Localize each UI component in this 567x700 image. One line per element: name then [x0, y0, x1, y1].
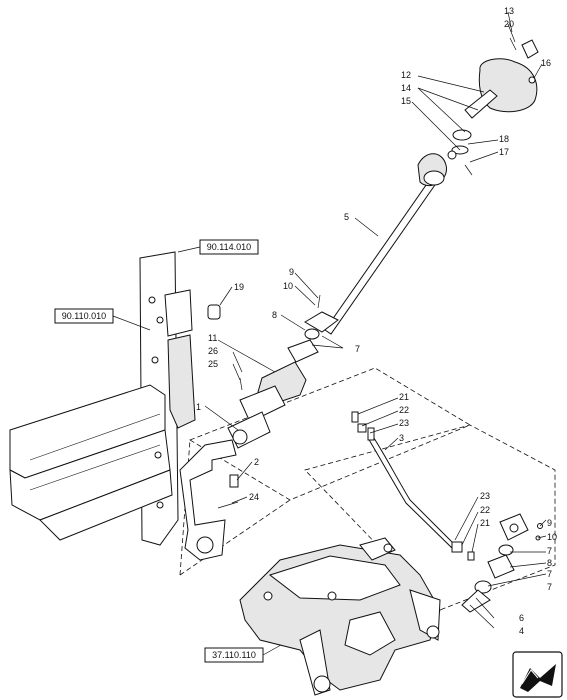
steering-valve-housing: [447, 37, 539, 176]
detail-frame-valve: [304, 424, 556, 611]
callout-9-upper: 9: [289, 267, 294, 277]
callout-21-lower: 21: [480, 518, 490, 528]
svg-text:90.110.010: 90.110.010: [62, 311, 106, 321]
callout-10-lower: 10: [547, 532, 557, 542]
callout-3: 3: [399, 433, 404, 443]
valve-bracket: [461, 513, 543, 613]
callout-19: 19: [234, 282, 244, 292]
view-arrow-icon[interactable]: [512, 651, 563, 698]
callout-21-upper: 21: [399, 392, 409, 402]
lift-housing: [239, 537, 441, 696]
cab-frame: [9, 251, 196, 546]
control-rod: [351, 411, 475, 561]
svg-text:37.110.110: 37.110.110: [212, 650, 256, 660]
callout-26: 26: [208, 346, 218, 356]
callout-22-upper: 22: [399, 405, 409, 415]
universal-joints: [207, 294, 339, 449]
callout-23-upper: 23: [399, 418, 409, 428]
callout-8-lower: 8: [547, 558, 552, 568]
callout-25: 25: [208, 359, 218, 369]
callout-2: 2: [254, 457, 259, 467]
callout-24: 24: [249, 492, 259, 502]
callout-4: 4: [519, 626, 524, 636]
callout-9-lower: 9: [547, 518, 552, 528]
callout-13: 13: [504, 6, 514, 16]
callout-15: 15: [401, 96, 411, 106]
reference-90-110-010[interactable]: 90.110.010: [54, 308, 151, 331]
callout-18: 18: [499, 134, 509, 144]
callout-10-upper: 10: [283, 281, 293, 291]
callout-1: 1: [196, 402, 201, 412]
reference-90-114-010[interactable]: 90.114.010: [177, 239, 259, 255]
callout-12: 12: [401, 70, 411, 80]
callout-7-b: 7: [547, 569, 552, 579]
callout-14: 14: [401, 83, 411, 93]
callout-6: 6: [519, 613, 524, 623]
callout-7-c: 7: [547, 582, 552, 592]
callout-5: 5: [344, 212, 349, 222]
callout-leaders: [204, 11, 547, 629]
callout-labels: 1 2 3 4 5 6 7 7 7 7 8 8 9 9 10 10 11 12 …: [196, 6, 557, 636]
callout-22-lower: 22: [480, 505, 490, 515]
callout-16: 16: [541, 58, 551, 68]
svg-text:90.114.010: 90.114.010: [207, 242, 251, 252]
steering-shaft: [324, 153, 447, 335]
brake-pedal: [179, 439, 239, 561]
callout-11: 11: [208, 333, 217, 343]
callout-23-lower: 23: [480, 491, 490, 501]
detail-frame-linkage: [179, 367, 471, 576]
callout-7-upper: 7: [355, 344, 360, 354]
callout-7-a: 7: [547, 546, 552, 556]
callout-8-upper: 8: [272, 310, 277, 320]
callout-20: 20: [504, 19, 514, 29]
callout-17: 17: [499, 147, 509, 157]
